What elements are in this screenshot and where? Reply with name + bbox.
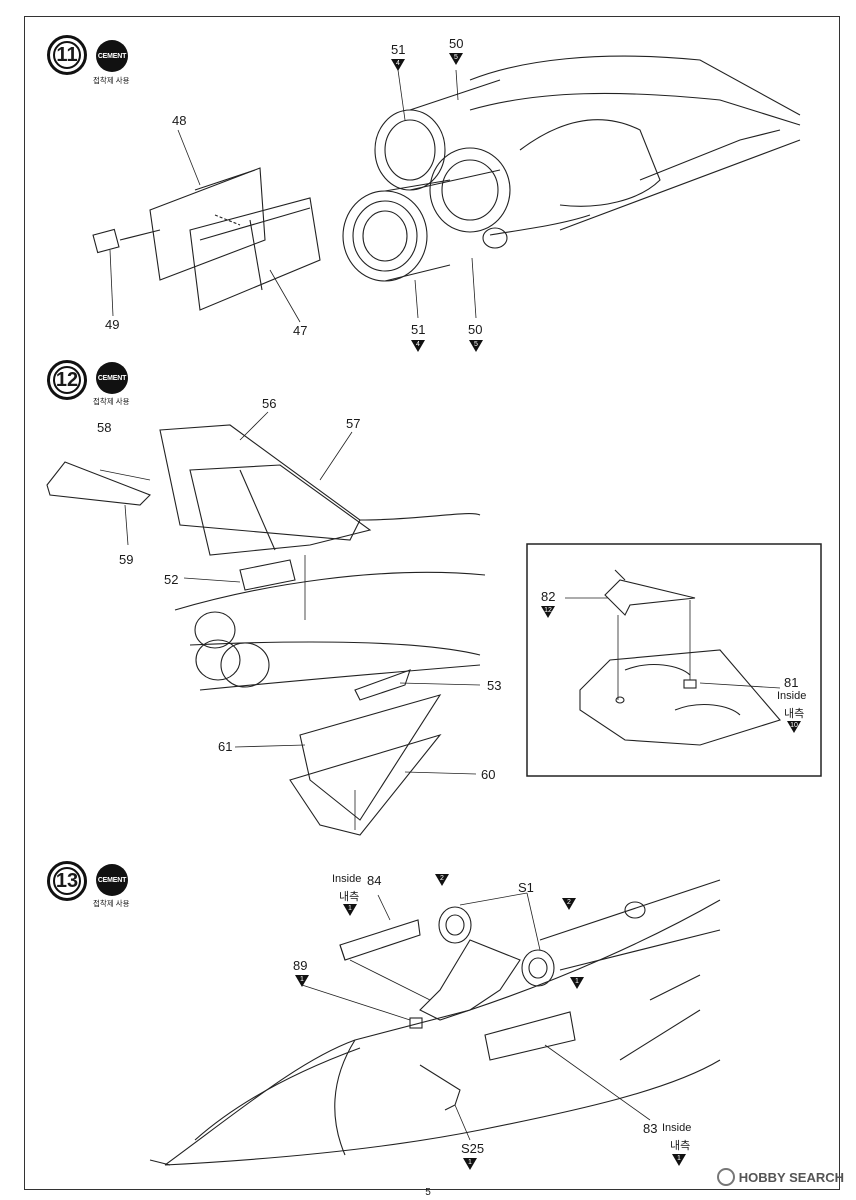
cement-kr-label: 접착제 사용: [93, 899, 130, 908]
watermark-logo-icon: [716, 1168, 735, 1186]
paint-number: 12: [544, 607, 552, 614]
step11-fuselage-rear: [342, 55, 801, 282]
cement-label: CEMENT: [97, 374, 127, 382]
inside-label: Inside: [777, 690, 807, 702]
paint-number: 1: [300, 976, 304, 983]
inset-parts: [579, 569, 781, 746]
cement-icon: CEMENT: [96, 362, 128, 394]
part-label: 48: [172, 113, 187, 128]
step11-parts-left: [92, 167, 321, 311]
paint-number: 1: [575, 978, 579, 985]
step-circle-icon: 12: [47, 360, 87, 400]
step13-leaders: [301, 892, 651, 1141]
watermark-text: HOBBY SEARCH: [738, 1169, 844, 1185]
part-label: S1: [518, 880, 534, 895]
inside-label: Inside: [332, 873, 362, 885]
paint-number: 5: [474, 341, 478, 348]
step12-leaders: [99, 411, 481, 775]
step11-leaders: [109, 69, 477, 323]
paint-number: 1: [677, 1155, 681, 1162]
watermark: HOBBY SEARCH: [716, 1168, 844, 1186]
cement-label: CEMENT: [97, 52, 127, 60]
part-label: 60: [481, 767, 496, 782]
paint-number: 4: [416, 341, 420, 348]
paint-number: 2: [567, 899, 571, 906]
inset-box: [526, 543, 822, 777]
cement-kr-label: 접착제 사용: [93, 76, 130, 85]
paint-number: 4: [396, 60, 400, 67]
part-label: 51: [391, 42, 406, 57]
paint-number: 1: [348, 905, 352, 912]
part-label: S25: [461, 1141, 485, 1156]
part-label: 49: [105, 317, 120, 332]
part-label: 58: [97, 420, 112, 435]
paint-number: 5: [454, 54, 458, 61]
paint-number: 10: [790, 722, 798, 729]
part-label: 51: [411, 322, 426, 337]
part-label: 53: [487, 678, 502, 693]
step-number: 11: [56, 43, 78, 66]
part-label: 81: [784, 675, 799, 690]
inside-label: Inside: [662, 1122, 692, 1134]
part-label: 52: [164, 572, 179, 587]
part-label: 50: [449, 36, 464, 51]
step12-wings: [46, 424, 486, 836]
paint-triangle-icon: [295, 53, 801, 1170]
cement-icon: CEMENT: [96, 40, 128, 72]
part-label: 61: [218, 739, 233, 754]
inside-kr-label: 내측: [784, 708, 805, 720]
part-label: 84: [367, 873, 382, 888]
part-label: 56: [262, 396, 277, 411]
page-frame: [24, 16, 840, 1190]
part-label: 59: [119, 552, 134, 567]
step-number: 13: [55, 869, 79, 892]
step-circle-icon: 13: [47, 861, 87, 901]
paint-number: 1: [468, 1159, 472, 1166]
part-label: 89: [293, 958, 308, 973]
inside-kr-label: 내측: [670, 1140, 691, 1152]
cement-label: CEMENT: [97, 876, 127, 884]
page-number: 5: [425, 1187, 431, 1198]
paint-number: 2: [440, 875, 444, 882]
part-label: 82: [541, 589, 556, 604]
step-number: 12: [55, 368, 79, 391]
step-circle-icon: 11: [47, 35, 87, 75]
part-label: 57: [346, 416, 361, 431]
part-label: 50: [468, 322, 483, 337]
cement-kr-label: 접착제 사용: [93, 397, 130, 406]
cement-icon: CEMENT: [96, 864, 128, 896]
step13-parts: [339, 906, 576, 1111]
inside-kr-label: 내측: [339, 891, 360, 903]
part-label: 83: [643, 1121, 658, 1136]
part-label: 47: [293, 323, 308, 338]
